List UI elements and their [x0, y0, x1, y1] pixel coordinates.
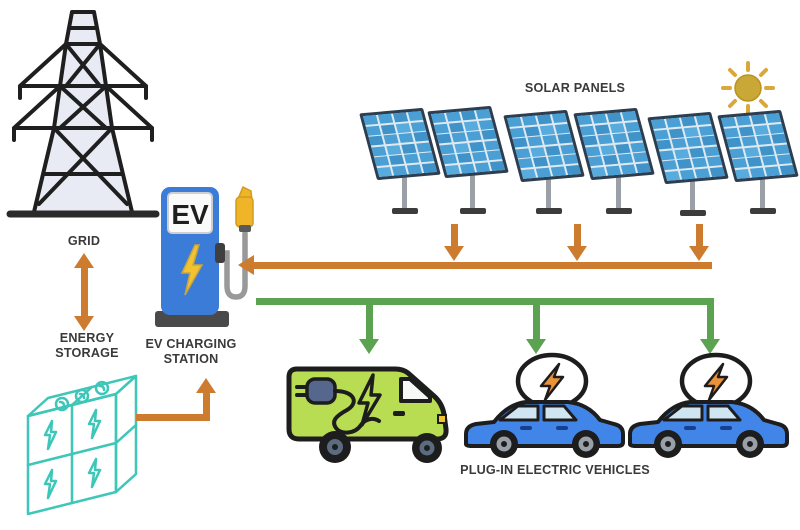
car-window-rear: [706, 404, 742, 422]
car-door-handle: [556, 426, 568, 430]
van-windshield: [399, 377, 432, 403]
ev-charging-station-label: EV CHARGING STATION: [145, 336, 237, 366]
electric-car-icon: [628, 352, 789, 458]
arrowhead-down: [526, 339, 546, 354]
car-door-handle: [684, 426, 696, 430]
plug-icon: [295, 377, 381, 435]
panel-foot: [750, 208, 776, 214]
solar-panel-icon: [427, 105, 509, 179]
arrowhead-down: [567, 246, 587, 261]
electric-car-icon: [464, 352, 625, 458]
car-wheel: [490, 430, 600, 458]
arrowhead-up: [74, 253, 94, 268]
bus-line: [256, 298, 714, 305]
car-window-rear: [542, 404, 578, 422]
van-marker-light: [437, 414, 447, 424]
arrowhead-left: [238, 255, 254, 275]
solar-panel-icon: [503, 109, 585, 183]
arrow-shaft-h: [136, 414, 210, 421]
solar-panel-icon: [573, 107, 655, 181]
charging-nozzle-icon: [235, 185, 254, 232]
panel-foot: [536, 208, 562, 214]
panel-post: [402, 176, 407, 210]
grid-label: GRID: [67, 233, 101, 248]
plug-in-electric-vehicles-label: PLUG-IN ELECTRIC VEHICLES: [460, 462, 650, 477]
panel-foot: [460, 208, 486, 214]
drop-van: [366, 303, 373, 341]
car-door-handle: [720, 426, 732, 430]
arrowhead-down: [74, 316, 94, 331]
arrowhead-down: [359, 339, 379, 354]
charging-cable: [218, 230, 248, 300]
arrowhead-up: [196, 378, 216, 393]
cable-knob: [215, 243, 225, 263]
panel-post: [616, 176, 621, 210]
lightning-bolt-icon: [180, 244, 204, 296]
station-screen: [167, 192, 213, 234]
panel-foot: [680, 210, 706, 216]
panel-foot: [606, 208, 632, 214]
sun-icon: [721, 61, 775, 115]
car-door-handle: [520, 426, 532, 430]
battery-cell-terminals: [54, 380, 110, 412]
car-wheel: [654, 430, 764, 458]
panel-post: [546, 178, 551, 210]
arrow-shaft: [696, 224, 703, 248]
battery-storage-icon: [26, 374, 138, 516]
station-screen-text: EV: [171, 199, 209, 230]
arrow-shaft: [451, 224, 458, 248]
van-door-handle: [393, 411, 405, 416]
panel-post: [690, 180, 695, 212]
arrowhead-down: [689, 246, 709, 261]
panel-post: [470, 174, 475, 210]
arrowhead-down: [444, 246, 464, 261]
car-window-front: [662, 404, 704, 422]
drop-car-1: [533, 303, 540, 341]
arrowhead-down: [700, 339, 720, 354]
electric-van-icon: [286, 366, 449, 463]
lightning-bolt-icon: [43, 408, 102, 500]
energy-storage-label: ENERGY STORAGE: [55, 330, 119, 360]
transmission-tower-icon: [6, 10, 160, 218]
drop-car-2: [707, 298, 714, 341]
arrow-shaft: [81, 266, 88, 318]
solar-panel-icon: [717, 109, 799, 183]
ev-charging-pump-icon: EV: [155, 185, 254, 327]
van-wheel: [319, 431, 442, 463]
arrow-shaft-v: [203, 391, 210, 421]
panel-foot: [392, 208, 418, 214]
lightning-bolt-icon: [357, 373, 382, 427]
car-window-front: [498, 404, 540, 422]
panel-post: [760, 178, 765, 212]
solar-panel-icon: [647, 111, 729, 185]
bus-line: [254, 262, 712, 269]
arrow-shaft: [574, 224, 581, 248]
solar-panels-label: SOLAR PANELS: [524, 80, 626, 95]
